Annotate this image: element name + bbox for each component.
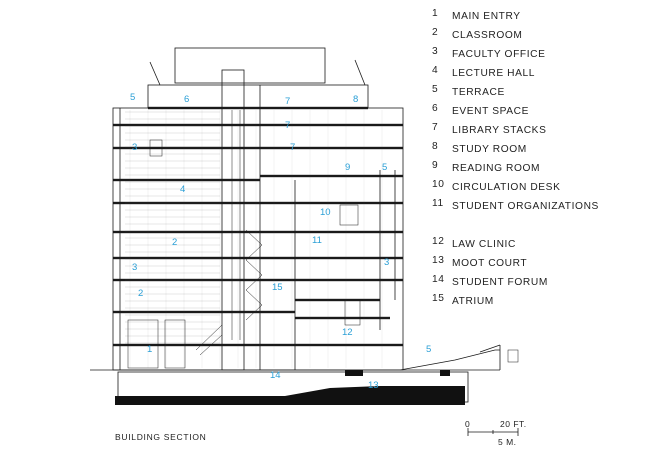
room-number-label: 7 — [290, 142, 295, 153]
scale-feet-label: 20 FT. — [500, 419, 527, 429]
legend-number: 5 — [432, 84, 439, 95]
legend-label: CLASSROOM — [452, 30, 523, 41]
legend-number: 7 — [432, 122, 439, 133]
legend-label: EVENT SPACE — [452, 106, 529, 117]
legend-item: 3 FACULTY OFFICE — [432, 46, 642, 65]
scale-zero-label: 0 — [465, 419, 471, 429]
roof-canopy-right — [354, 59, 366, 86]
room-number-label: 15 — [272, 282, 283, 293]
legend-number: 4 — [432, 65, 439, 76]
floor-slab — [113, 178, 260, 182]
legend-item: 14 STUDENT FORUM — [432, 274, 642, 293]
scale-bar — [467, 428, 519, 436]
legend-number: 8 — [432, 141, 439, 152]
room-number-label: 7 — [285, 120, 290, 131]
room-number-label: 8 — [353, 94, 358, 105]
legend-label: LAW CLINIC — [452, 239, 516, 250]
basement-beam-2 — [440, 370, 450, 376]
room-number-label: 3 — [132, 142, 137, 153]
legend-number: 1 — [432, 8, 439, 19]
floor-slab — [113, 278, 403, 282]
legend-label: STUDENT ORGANIZATIONS — [452, 201, 599, 212]
room-number-label: 3 — [132, 262, 137, 273]
legend-item: 8 STUDY ROOM — [432, 141, 642, 160]
room-number-label: 11 — [312, 235, 322, 246]
legend-item: 11 STUDENT ORGANIZATIONS — [432, 198, 642, 236]
legend-number: 14 — [432, 274, 445, 285]
legend-number: 12 — [432, 236, 445, 247]
interior-detail-lines — [125, 110, 383, 368]
legend-number: 10 — [432, 179, 445, 190]
room-number-label: 4 — [180, 184, 185, 195]
building-top-floor — [147, 84, 369, 109]
floor-slab — [113, 201, 403, 205]
floor-slabs — [113, 106, 403, 347]
legend-label: MAIN ENTRY — [452, 11, 521, 22]
floor-slab — [260, 174, 403, 178]
legend-item: 9 READING ROOM — [432, 160, 642, 179]
basement-beam — [345, 370, 363, 376]
legend-item: 13 MOOT COURT — [432, 255, 642, 274]
legend-item: 7 LIBRARY STACKS — [432, 122, 642, 141]
floor-slab — [113, 146, 403, 150]
floor-slab — [113, 256, 403, 260]
room-number-label: 2 — [138, 288, 143, 299]
room-number-label: 9 — [345, 162, 350, 173]
legend-label: READING ROOM — [452, 163, 541, 174]
legend-item: 5 TERRACE — [432, 84, 642, 103]
foundation-mass — [115, 386, 465, 405]
room-number-label: 14 — [270, 370, 281, 381]
drawing-caption: BUILDING SECTION — [115, 432, 207, 442]
rooftop-penthouse — [174, 47, 326, 84]
legend-number: 3 — [432, 46, 439, 57]
room-number-label: 12 — [342, 327, 353, 338]
floor-slab — [113, 343, 403, 347]
legend-item: 1 MAIN ENTRY — [432, 8, 642, 27]
floor-slab — [113, 310, 295, 314]
floor-slab — [295, 298, 380, 302]
floor-slab — [295, 316, 390, 320]
legend-number: 13 — [432, 255, 445, 266]
legend-label: STUDENT FORUM — [452, 277, 548, 288]
room-number-label: 5 — [426, 344, 431, 355]
legend-number: 15 — [432, 293, 445, 304]
room-number-label: 2 — [172, 237, 177, 248]
roof-canopy-left — [149, 61, 161, 86]
room-number-label: 5 — [382, 162, 387, 173]
legend-label: STUDY ROOM — [452, 144, 527, 155]
legend-number: 9 — [432, 160, 439, 171]
legend-number: 6 — [432, 103, 439, 114]
room-number-label: 1 — [147, 344, 152, 355]
room-number-label: 10 — [320, 207, 331, 218]
legend-item: 15 ATRIUM — [432, 293, 642, 312]
floor-slab — [148, 106, 368, 110]
room-legend: 1 MAIN ENTRY 2 CLASSROOM 3 FACULTY OFFICE 4 LEC… — [432, 8, 642, 312]
legend-item: 6 EVENT SPACE — [432, 103, 642, 122]
legend-number: 2 — [432, 27, 439, 38]
atrium-shaft — [221, 69, 245, 371]
floor-slab — [113, 230, 403, 234]
floor-slab — [113, 123, 403, 127]
legend-label: MOOT COURT — [452, 258, 528, 269]
scale-meters-label: 5 M. — [498, 437, 517, 447]
legend-label: TERRACE — [452, 87, 505, 98]
legend-label: LECTURE HALL — [452, 68, 536, 79]
legend-label: LIBRARY STACKS — [452, 125, 547, 136]
legend-item: 10 CIRCULATION DESK — [432, 179, 642, 198]
legend-item: 2 CLASSROOM — [432, 27, 642, 46]
legend-number: 11 — [432, 198, 444, 209]
legend-label: FACULTY OFFICE — [452, 49, 546, 60]
room-number-label: 5 — [130, 92, 135, 103]
legend-item: 12 LAW CLINIC — [432, 236, 642, 255]
room-number-label: 13 — [368, 380, 379, 391]
legend-item: 4 LECTURE HALL — [432, 65, 642, 84]
room-number-label: 7 — [285, 96, 290, 107]
room-number-label: 6 — [184, 94, 189, 105]
room-number-label: 3 — [384, 257, 389, 268]
legend-label: ATRIUM — [452, 296, 494, 307]
legend-label: CIRCULATION DESK — [452, 182, 561, 193]
